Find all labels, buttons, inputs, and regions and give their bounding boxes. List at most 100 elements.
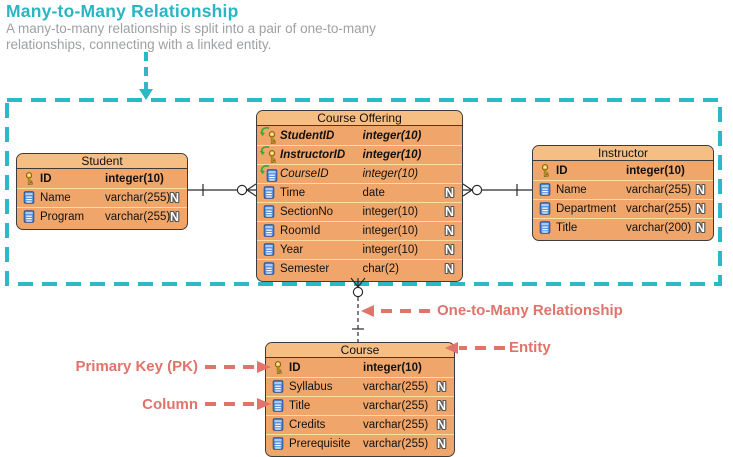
nullable-icon: N	[445, 261, 455, 276]
column-type: integer(10)	[362, 206, 419, 218]
column-icon	[261, 185, 278, 201]
column-type: integer(10)	[362, 149, 422, 161]
column-icon	[537, 201, 554, 217]
table-row: Name varchar(255) N	[533, 180, 713, 199]
column-name: Prerequisite	[289, 438, 351, 450]
table-row: Title varchar(200) N	[533, 218, 713, 237]
column-label: Column	[142, 396, 198, 413]
column-name: StudentID	[280, 129, 335, 142]
column-name: Semester	[280, 263, 330, 275]
nullable-icon: N	[445, 185, 455, 200]
primary-key-callout-arrow-icon	[205, 361, 271, 373]
entity-title: Instructor	[533, 146, 713, 161]
column-type: varchar(255)	[105, 192, 170, 204]
table-row: Time date N	[257, 183, 462, 202]
table-row: SectionNo integer(10) N	[257, 202, 462, 221]
nullable-icon: N	[696, 201, 706, 216]
column-type: varchar(255)	[363, 381, 429, 393]
table-row: ID integer(10)	[266, 358, 454, 377]
table-row: Year integer(10) N	[257, 240, 462, 259]
column-type: integer(10)	[362, 225, 419, 237]
column-name: Year	[280, 244, 304, 256]
page-title: Many-to-Many Relationship	[6, 1, 239, 21]
column-name: Name	[556, 184, 587, 196]
nullable-icon: N	[437, 436, 447, 451]
column-name: Department	[556, 203, 617, 215]
nullable-icon: N	[696, 220, 706, 235]
table-row: StudentID integer(10)	[257, 126, 462, 145]
nullable-icon: N	[170, 209, 180, 224]
entity-instructor: Instructor ID integer(10) Name varchar(2…	[532, 145, 714, 241]
entity-title: Course	[266, 343, 454, 358]
foreign-key-icon	[261, 166, 278, 182]
column-type: varchar(255)	[363, 419, 429, 431]
column-callout-arrow-icon	[205, 398, 271, 410]
entity-title: Course Offering	[257, 111, 462, 126]
nullable-icon: N	[445, 242, 455, 257]
column-type: varchar(255)	[105, 211, 170, 223]
column-name: Title	[556, 222, 578, 234]
primary-key-icon	[21, 171, 38, 187]
column-name: ID	[556, 164, 568, 177]
column-type: varchar(255)	[626, 203, 692, 215]
column-icon	[261, 261, 278, 277]
column-type: integer(10)	[362, 168, 419, 180]
table-row: ID integer(10)	[533, 161, 713, 180]
column-icon	[261, 242, 278, 258]
table-row: Program varchar(255) N	[17, 207, 187, 226]
column-name: InstructorID	[280, 149, 346, 161]
column-icon	[270, 398, 287, 414]
page-description-line1: A many-to-many relationship is split int…	[6, 21, 376, 36]
column-name: Program	[40, 211, 85, 223]
nullable-icon: N	[170, 190, 180, 205]
table-row: RoomId integer(10) N	[257, 221, 462, 240]
column-name: Credits	[289, 419, 326, 431]
column-type: char(2)	[362, 263, 399, 275]
table-row: Semester char(2) N	[257, 259, 462, 278]
entity-course: Course ID integer(10) Syllabus varchar(2…	[265, 342, 455, 457]
relationship-instructor-offering	[462, 183, 532, 197]
column-name: ID	[40, 172, 52, 185]
entity-student: Student ID integer(10) Name varchar(255)…	[16, 153, 188, 230]
column-icon	[21, 190, 38, 206]
column-type: varchar(255)	[363, 438, 429, 450]
one-to-many-relationship-label: One-to-Many Relationship	[437, 302, 623, 319]
page-description: A many-to-many relationship is split int…	[6, 21, 376, 52]
primary-key-icon	[270, 360, 287, 376]
table-row: Credits varchar(255) N	[266, 415, 454, 434]
nullable-icon: N	[696, 182, 706, 197]
column-icon	[270, 417, 287, 433]
nullable-icon: N	[445, 204, 455, 219]
column-name: ID	[289, 361, 301, 374]
column-type: varchar(200)	[626, 222, 692, 234]
relationship-student-offering	[188, 183, 257, 197]
column-type: integer(10)	[105, 172, 164, 185]
table-row: Name varchar(255) N	[17, 188, 187, 207]
column-type: integer(10)	[363, 361, 422, 374]
nullable-icon: N	[437, 379, 447, 394]
callout-arrow-down-icon	[139, 52, 153, 100]
column-icon	[537, 220, 554, 236]
table-row: CourseID integer(10)	[257, 164, 462, 183]
table-row: Department varchar(255) N	[533, 199, 713, 218]
column-icon	[270, 379, 287, 395]
column-name: Syllabus	[289, 381, 333, 393]
entity-label: Entity	[509, 339, 551, 356]
column-type: date	[362, 187, 385, 199]
column-name: Name	[40, 192, 71, 204]
column-name: SectionNo	[280, 206, 334, 218]
column-type: varchar(255)	[363, 400, 429, 412]
column-icon	[261, 223, 278, 239]
nullable-icon: N	[437, 398, 447, 413]
nullable-icon: N	[445, 223, 455, 238]
column-type: varchar(255)	[626, 184, 692, 196]
table-row: InstructorID integer(10)	[257, 145, 462, 164]
table-row: Prerequisite varchar(255) N	[266, 434, 454, 453]
primary-key-label: Primary Key (PK)	[75, 358, 198, 375]
column-name: Time	[280, 187, 306, 199]
column-name: CourseID	[280, 168, 329, 180]
primary-foreign-key-icon	[261, 147, 278, 163]
table-row: ID integer(10)	[17, 169, 187, 188]
column-icon	[261, 204, 278, 220]
column-type: integer(10)	[362, 129, 422, 142]
